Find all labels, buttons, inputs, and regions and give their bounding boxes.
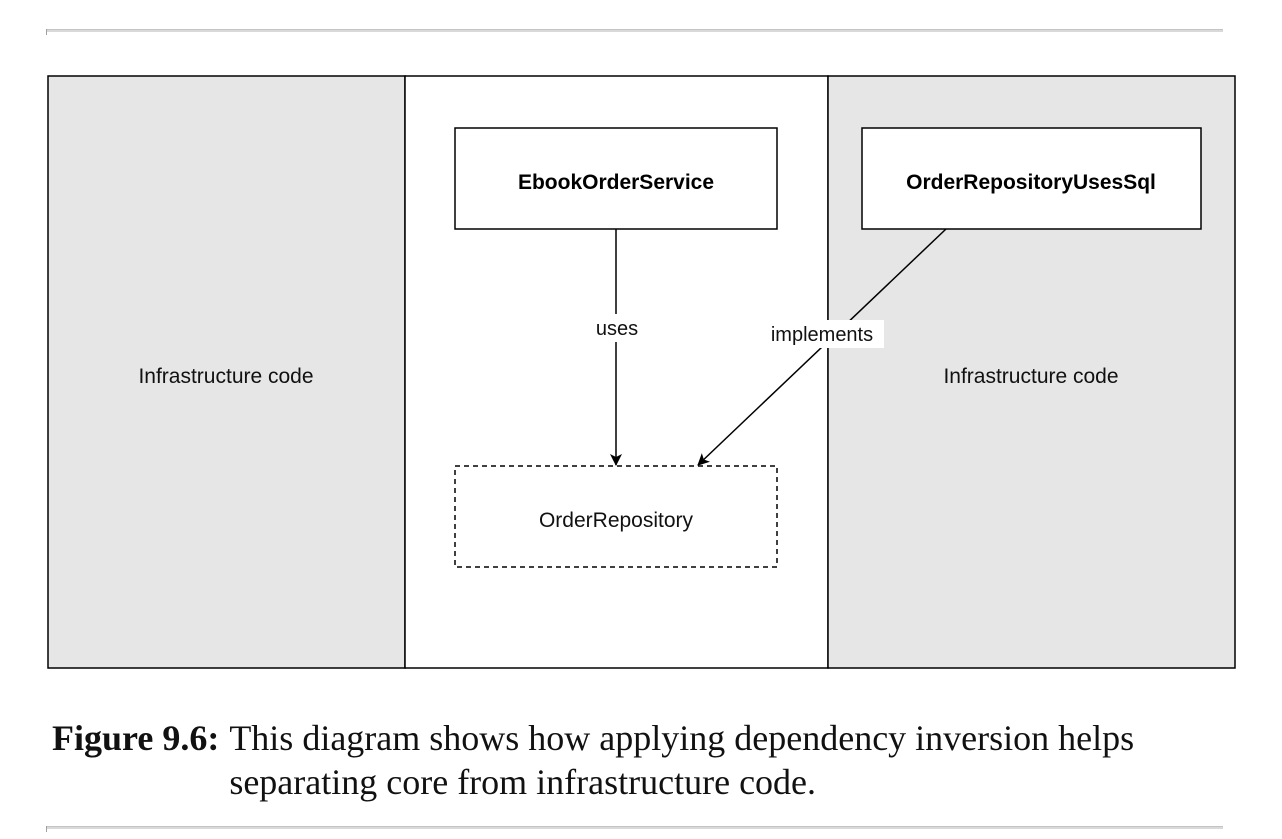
- right-zone-label: Infrastructure code: [943, 365, 1118, 388]
- service-node: [454, 127, 778, 230]
- repository-interface-node: [454, 465, 778, 568]
- uses-label: uses: [596, 318, 638, 340]
- sql-repository-node-label: OrderRepositoryUsesSql: [906, 171, 1156, 194]
- dependency-inversion-diagram: Infrastructure code Infrastructure code …: [47, 75, 1236, 669]
- bottom-divider: [46, 826, 1223, 832]
- figure-caption: Figure 9.6: This diagram shows how apply…: [52, 716, 1242, 804]
- implements-label: implements: [771, 324, 873, 346]
- left-infrastructure-zone: [47, 75, 406, 669]
- left-zone-label: Infrastructure code: [138, 365, 313, 388]
- implements-label-bg: [760, 320, 884, 348]
- top-divider: [46, 29, 1223, 35]
- service-node-label: EbookOrderService: [518, 171, 714, 194]
- sql-repository-node: [861, 127, 1202, 230]
- caption-label: Figure 9.6:: [52, 718, 220, 758]
- repository-interface-node-label: OrderRepository: [539, 509, 694, 532]
- caption-text: This diagram shows how applying dependen…: [229, 718, 1135, 802]
- uses-label-bg: [590, 314, 644, 342]
